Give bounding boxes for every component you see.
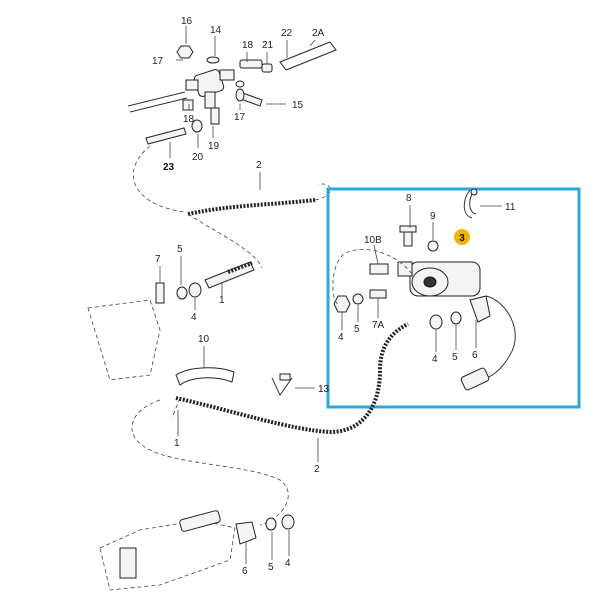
label-4a: 4	[191, 312, 197, 323]
label-9: 9	[430, 211, 436, 222]
fuel-pump-assembly	[332, 188, 516, 391]
label-18b: 18	[183, 114, 195, 125]
label-22: 22	[281, 28, 293, 39]
label-2-top: 2	[256, 160, 262, 171]
label-17a: 17	[152, 56, 164, 67]
highlight-frame	[326, 187, 581, 409]
leader-lines	[159, 26, 502, 564]
valve-assembly	[127, 41, 337, 145]
bottom-fittings	[235, 514, 295, 545]
engine-outline	[99, 510, 236, 591]
label-10: 10	[198, 334, 210, 345]
label-16: 16	[181, 16, 193, 27]
dashed-path-bottom-left	[131, 399, 289, 526]
label-11: 11	[505, 202, 516, 213]
label-5a: 5	[177, 244, 183, 255]
label-6b: 6	[242, 566, 248, 577]
label-7: 7	[155, 254, 161, 265]
label-5c: 5	[452, 352, 458, 363]
label-10b: 10B	[364, 235, 382, 246]
label-2-bottom: 2	[314, 464, 320, 475]
dashed-path-top	[133, 145, 186, 213]
bracket-outline	[87, 299, 161, 381]
label-1a: 1	[219, 295, 225, 306]
part-labels: 16 14 17 18 21 22 2A 15 17 18 19 20 23 2…	[152, 16, 516, 577]
label-6: 6	[472, 350, 478, 361]
label-2a: 2A	[312, 28, 325, 39]
label-5b: 5	[354, 324, 360, 335]
label-21: 21	[262, 40, 274, 51]
label-1b: 1	[174, 438, 180, 449]
label-23: 23	[163, 162, 175, 173]
mid-left-fittings	[155, 261, 255, 304]
label-4d: 4	[285, 558, 291, 569]
label-4c: 4	[432, 354, 438, 365]
hose-10	[175, 367, 235, 386]
label-17b: 17	[234, 112, 246, 123]
dashed-path-mid	[187, 213, 263, 269]
highlight-badge	[454, 229, 470, 245]
label-7a: 7A	[372, 320, 385, 331]
label-13: 13	[318, 384, 330, 395]
label-4b: 4	[338, 332, 344, 343]
hose-2-top	[187, 198, 316, 216]
label-20: 20	[192, 152, 204, 163]
hose-2-bottom	[175, 322, 409, 435]
label-5d: 5	[268, 562, 274, 573]
label-18a: 18	[242, 40, 254, 51]
label-8: 8	[406, 193, 412, 204]
label-15: 15	[292, 100, 304, 111]
label-19: 19	[208, 141, 220, 152]
label-14: 14	[210, 25, 222, 36]
badge-label: 3	[459, 233, 465, 244]
clip-13	[271, 377, 293, 396]
dashed-path-lower-mid	[171, 397, 181, 419]
